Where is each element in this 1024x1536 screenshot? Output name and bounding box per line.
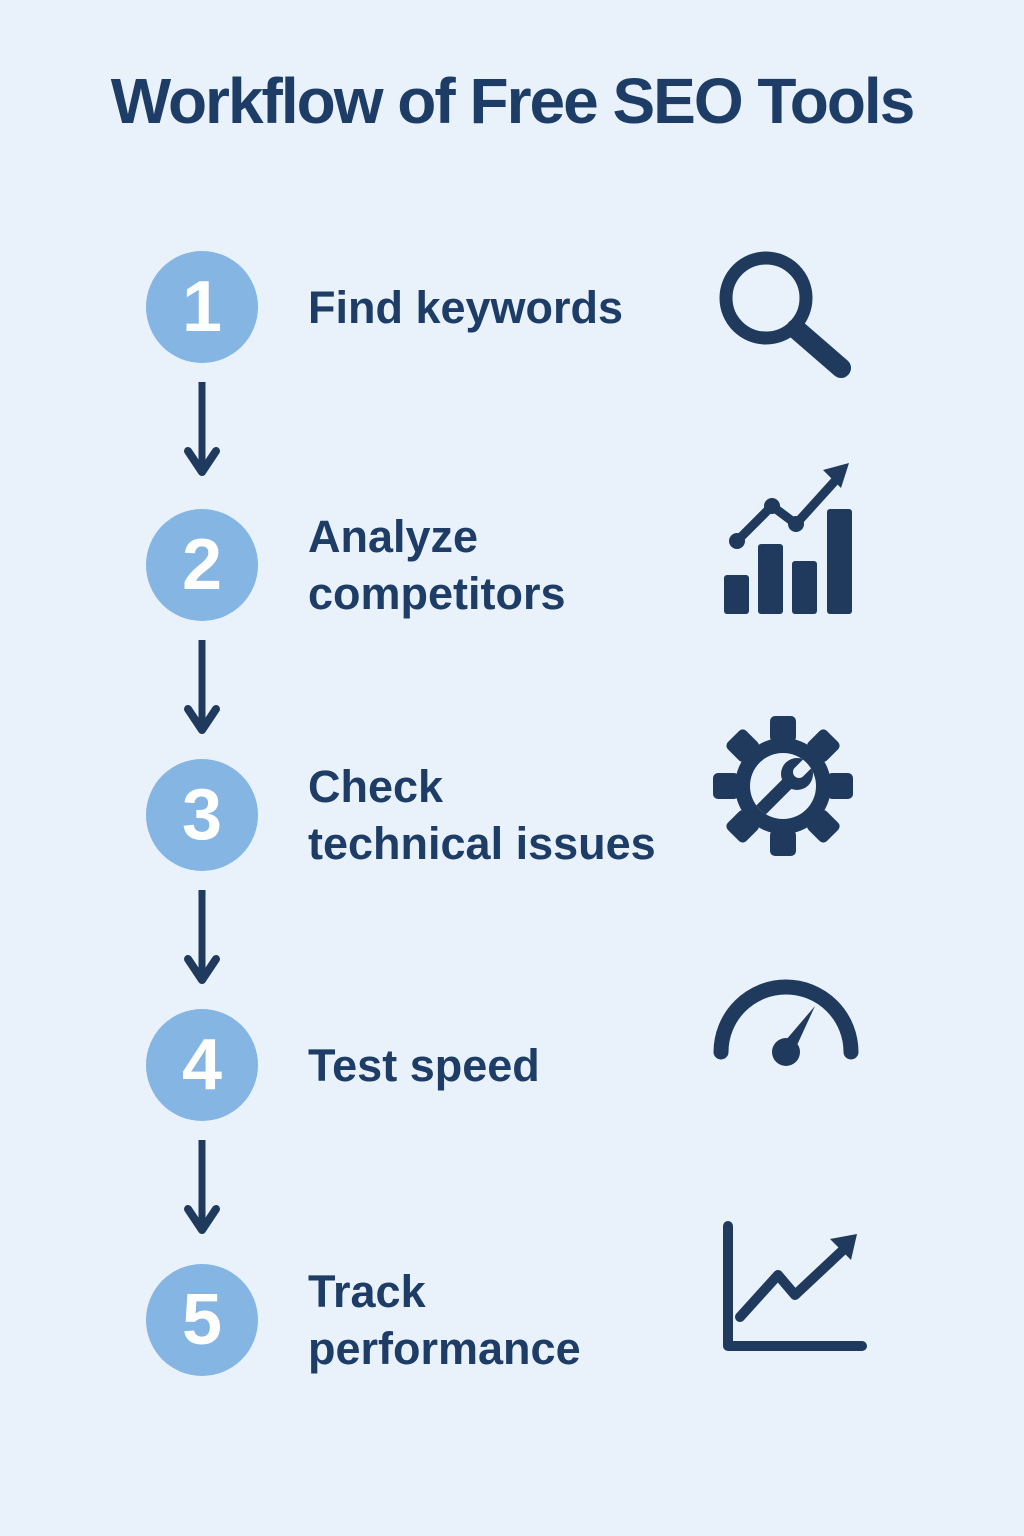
step-5-number: 5 bbox=[181, 1280, 223, 1360]
step-2-label: Analyze competitors bbox=[308, 509, 728, 621]
step-3-number: 3 bbox=[181, 775, 223, 855]
step-4-label: Test speed bbox=[308, 1009, 728, 1121]
page-title: Workflow of Free SEO Tools bbox=[110, 65, 916, 137]
bar-chart-growth-icon bbox=[724, 463, 852, 614]
speedometer-icon bbox=[713, 979, 859, 1066]
step-2-number: 2 bbox=[181, 525, 223, 605]
arrow-down-icon bbox=[184, 1140, 220, 1234]
arrow-down-icon bbox=[184, 890, 220, 984]
step-3-label: Check technical issues bbox=[308, 759, 728, 871]
search-icon bbox=[719, 251, 851, 378]
step-2-label-line-2: competitors bbox=[308, 568, 566, 619]
step-5-label-line-2: performance bbox=[308, 1323, 581, 1374]
arrow-down-icon bbox=[184, 382, 220, 476]
step-2-label-line-1: Analyze bbox=[308, 511, 479, 562]
step-3-label-line-2: technical issues bbox=[308, 818, 656, 869]
step-3-label-line-1: Check bbox=[308, 761, 444, 812]
step-1-label-line-1: Find keywords bbox=[308, 281, 624, 333]
gear-wrench-icon bbox=[713, 716, 853, 856]
step-5-label-line-1: Track bbox=[308, 1266, 426, 1317]
step-2-number-badge: 2 bbox=[146, 509, 258, 621]
step-1-number: 1 bbox=[181, 267, 223, 347]
step-1-label: Find keywords bbox=[308, 251, 728, 363]
line-chart-growth-icon bbox=[723, 1221, 867, 1351]
step-3-number-badge: 3 bbox=[146, 759, 258, 871]
step-4-number-badge: 4 bbox=[146, 1009, 258, 1121]
step-4-number: 4 bbox=[181, 1025, 223, 1105]
step-5-number-badge: 5 bbox=[146, 1264, 258, 1376]
arrow-down-icon bbox=[184, 640, 220, 734]
step-1-number-badge: 1 bbox=[146, 251, 258, 363]
step-4-label-line-1: Test speed bbox=[308, 1039, 540, 1091]
step-5-label: Track performance bbox=[308, 1264, 728, 1376]
